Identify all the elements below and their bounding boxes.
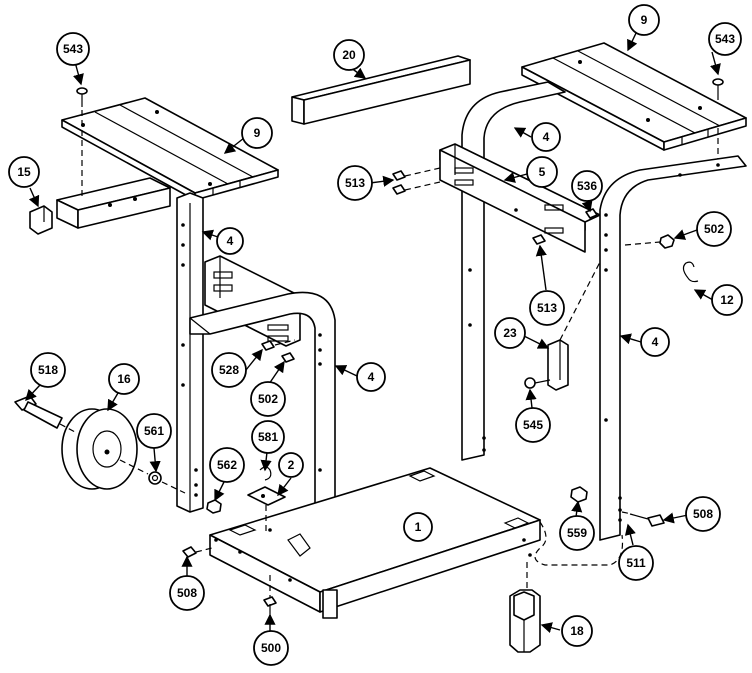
callout-16: 16 [108,363,140,395]
callout-label: 518 [38,363,58,377]
callout-511: 511 [618,545,654,581]
callout-562: 562 [209,447,245,483]
callout-label: 9 [254,126,261,140]
end-cap-15 [29,205,53,235]
callout-label: 23 [503,326,517,340]
washer-561 [148,471,162,485]
callout-536: 536 [571,170,603,202]
callout-581: 581 [251,420,285,454]
callout-label: 16 [117,372,131,386]
callout-508-right: 508 [685,496,721,532]
callout-label: 561 [144,424,164,438]
callout-561: 561 [136,413,172,449]
nut-559 [570,486,588,503]
bolt-508-right [621,511,665,527]
callout-559: 559 [559,515,595,551]
wheel [61,408,138,490]
callout-12: 12 [711,284,743,316]
left-upper-crossbar [56,177,171,229]
panel-20 [291,55,471,125]
callout-4-right-front: 4 [640,327,670,357]
callout-9-right: 9 [628,4,660,36]
callout-label: 500 [261,641,281,655]
callout-label: 513 [537,301,557,315]
callout-513-top: 513 [337,165,373,201]
callout-label: 543 [63,42,83,56]
screw-543-left [76,87,88,196]
callout-1: 1 [403,512,433,542]
callout-label: 18 [570,624,584,638]
bolt-545 [524,377,551,389]
hook-12 [682,261,699,283]
callout-label: 508 [177,586,197,600]
bottom-shelf [209,467,541,619]
callout-label: 2 [288,458,295,472]
right-front-frame [599,155,747,541]
callout-label: 9 [641,13,648,27]
right-rear-frame [461,81,566,461]
callout-502-left: 502 [250,381,286,417]
nut-502-right [659,234,675,249]
leader-lines [25,30,721,634]
axle-bolt [14,395,76,433]
callout-label: 562 [217,458,237,472]
bracket-23 [547,261,601,391]
callout-543-left: 543 [56,32,90,66]
nut-502-left [281,352,295,363]
callout-label: 511 [626,556,646,570]
callout-label: 559 [567,526,587,540]
clip-part-2 [247,486,286,533]
callout-5: 5 [526,156,558,188]
callout-label: 502 [258,392,278,406]
callout-18: 18 [561,615,593,647]
callout-label: 513 [345,176,365,190]
callout-20: 20 [333,39,365,71]
callout-label: 20 [342,48,356,62]
callout-label: 12 [720,293,734,307]
callout-label: 545 [523,418,543,432]
callout-4-right-rear: 4 [531,122,561,152]
callout-518: 518 [30,352,66,388]
callout-545: 545 [515,407,551,443]
callout-23: 23 [494,317,526,349]
callout-2: 2 [278,452,304,478]
callout-label: 15 [17,165,31,179]
callout-513-lower: 513 [529,290,565,326]
callout-label: 543 [715,32,735,46]
bracket-5 [439,143,601,253]
callout-502-right: 502 [696,211,732,247]
callout-15: 15 [8,156,40,188]
callout-label: 5 [539,165,546,179]
callout-label: 528 [219,363,239,377]
bolt-508-left [182,546,197,558]
callout-543-right: 543 [708,22,742,56]
callout-500: 500 [253,630,289,666]
callout-508-left: 508 [169,575,205,611]
callout-4-left-front: 4 [356,362,386,392]
left-rear-leg [176,192,204,513]
callout-label: 4 [543,130,550,144]
callout-9-left: 9 [241,117,273,149]
left-shelf-part [61,97,279,201]
foot-18 [509,589,541,653]
callout-label: 581 [258,430,278,444]
callout-label: 4 [652,335,659,349]
nut-562 [206,499,222,514]
left-bracket [204,255,301,347]
callout-label: 536 [577,179,597,193]
bolt-528 [261,340,275,351]
callout-label: 4 [227,234,234,248]
callout-label: 4 [368,370,375,384]
bolt-513-lower [532,234,546,245]
callout-label: 1 [415,520,422,534]
bolts-513-top [392,167,441,195]
callout-label: 508 [693,507,713,521]
callout-label: 502 [704,222,724,236]
callout-4-left-rear: 4 [216,227,244,255]
callout-528: 528 [211,352,247,388]
